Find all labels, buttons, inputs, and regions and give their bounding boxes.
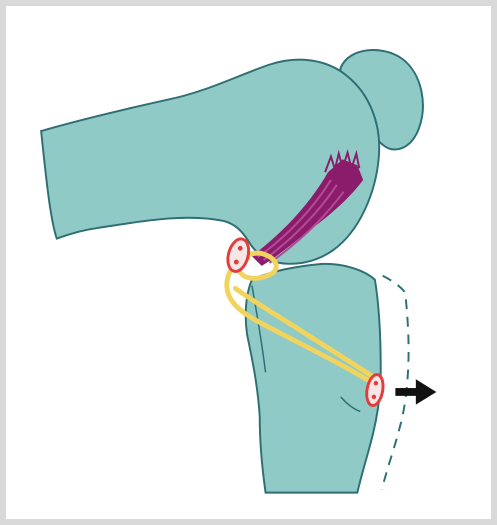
displacement-outline bbox=[382, 276, 409, 490]
diagram-canvas bbox=[6, 6, 491, 519]
arrow-right-icon bbox=[395, 379, 436, 404]
knee-diagram bbox=[6, 6, 491, 519]
femoral-anchor bbox=[225, 237, 252, 274]
